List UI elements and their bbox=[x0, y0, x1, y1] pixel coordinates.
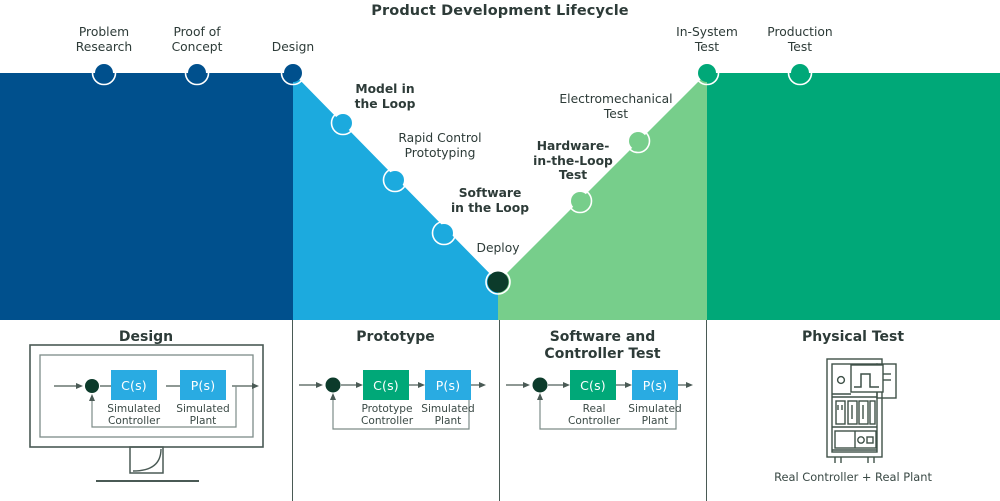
panel-title-software-controller-test: Software and Controller Test bbox=[544, 329, 661, 362]
dark-blue-band bbox=[0, 73, 293, 320]
panel-title-design: Design bbox=[118, 329, 174, 345]
design-block-plant-caption: Simulated Plant bbox=[176, 403, 230, 428]
node-label-software-in-the-loop: Software in the Loop bbox=[450, 186, 530, 215]
panel-title-physical-test: Physical Test bbox=[801, 329, 905, 345]
node-label-design: Design bbox=[271, 40, 315, 54]
design-block-controller-caption: Simulated Controller bbox=[107, 403, 161, 428]
panel-physical-test: Physical Test bbox=[706, 320, 1000, 501]
panel-design: Design bbox=[0, 320, 292, 501]
prototype-block-plant: P(s) bbox=[425, 370, 471, 400]
node-label-production-test: Production Test bbox=[767, 25, 833, 54]
software-test-block-plant: P(s) bbox=[632, 370, 678, 400]
node-label-electromechanical-test: Electromechanical Test bbox=[559, 92, 673, 121]
stage-panels: Design bbox=[0, 320, 1000, 501]
panel-software-controller-test: Software and Controller Test C(s) Real C… bbox=[499, 320, 706, 501]
design-block-controller: C(s) bbox=[111, 370, 157, 400]
software-test-block-plant-caption: Simulated Plant bbox=[628, 403, 682, 428]
panel-divider-2 bbox=[499, 320, 501, 501]
panel-divider-1 bbox=[292, 320, 294, 501]
node-label-in-system-test: In-System Test bbox=[676, 25, 738, 54]
node-label-hardware-in-the-loop-test: Hardware- in-the-Loop Test bbox=[533, 139, 613, 183]
panel-prototype: Prototype C(s) Prototype Controller P(s)… bbox=[292, 320, 499, 501]
panel-divider-3 bbox=[706, 320, 708, 501]
node-label-proof-of-concept: Proof of Concept bbox=[171, 25, 223, 54]
page-title: Product Development Lifecycle bbox=[371, 3, 629, 19]
prototype-block-plant-caption: Simulated Plant bbox=[421, 403, 475, 428]
v-model-diagram bbox=[0, 60, 1000, 320]
prototype-block-controller: C(s) bbox=[363, 370, 409, 400]
light-green-band bbox=[498, 73, 707, 320]
software-test-block-controller-caption: Real Controller bbox=[567, 403, 621, 428]
dark-green-band bbox=[707, 73, 1000, 320]
design-block-plant: P(s) bbox=[180, 370, 226, 400]
node-markers bbox=[91, 60, 813, 295]
test-rack-icon bbox=[826, 358, 897, 463]
physical-test-caption: Real Controller + Real Plant bbox=[774, 470, 932, 484]
node-label-model-in-the-loop: Model in the Loop bbox=[354, 82, 416, 111]
prototype-block-controller-caption: Prototype Controller bbox=[360, 403, 414, 428]
node-label-problem-research: Problem Research bbox=[75, 25, 133, 54]
software-test-block-controller: C(s) bbox=[570, 370, 616, 400]
design-monitor-illustration bbox=[29, 344, 264, 482]
node-label-rapid-control-prototyping: Rapid Control Prototyping bbox=[398, 131, 482, 160]
panel-title-prototype: Prototype bbox=[356, 329, 435, 345]
node-label-deploy: Deploy bbox=[476, 241, 520, 255]
